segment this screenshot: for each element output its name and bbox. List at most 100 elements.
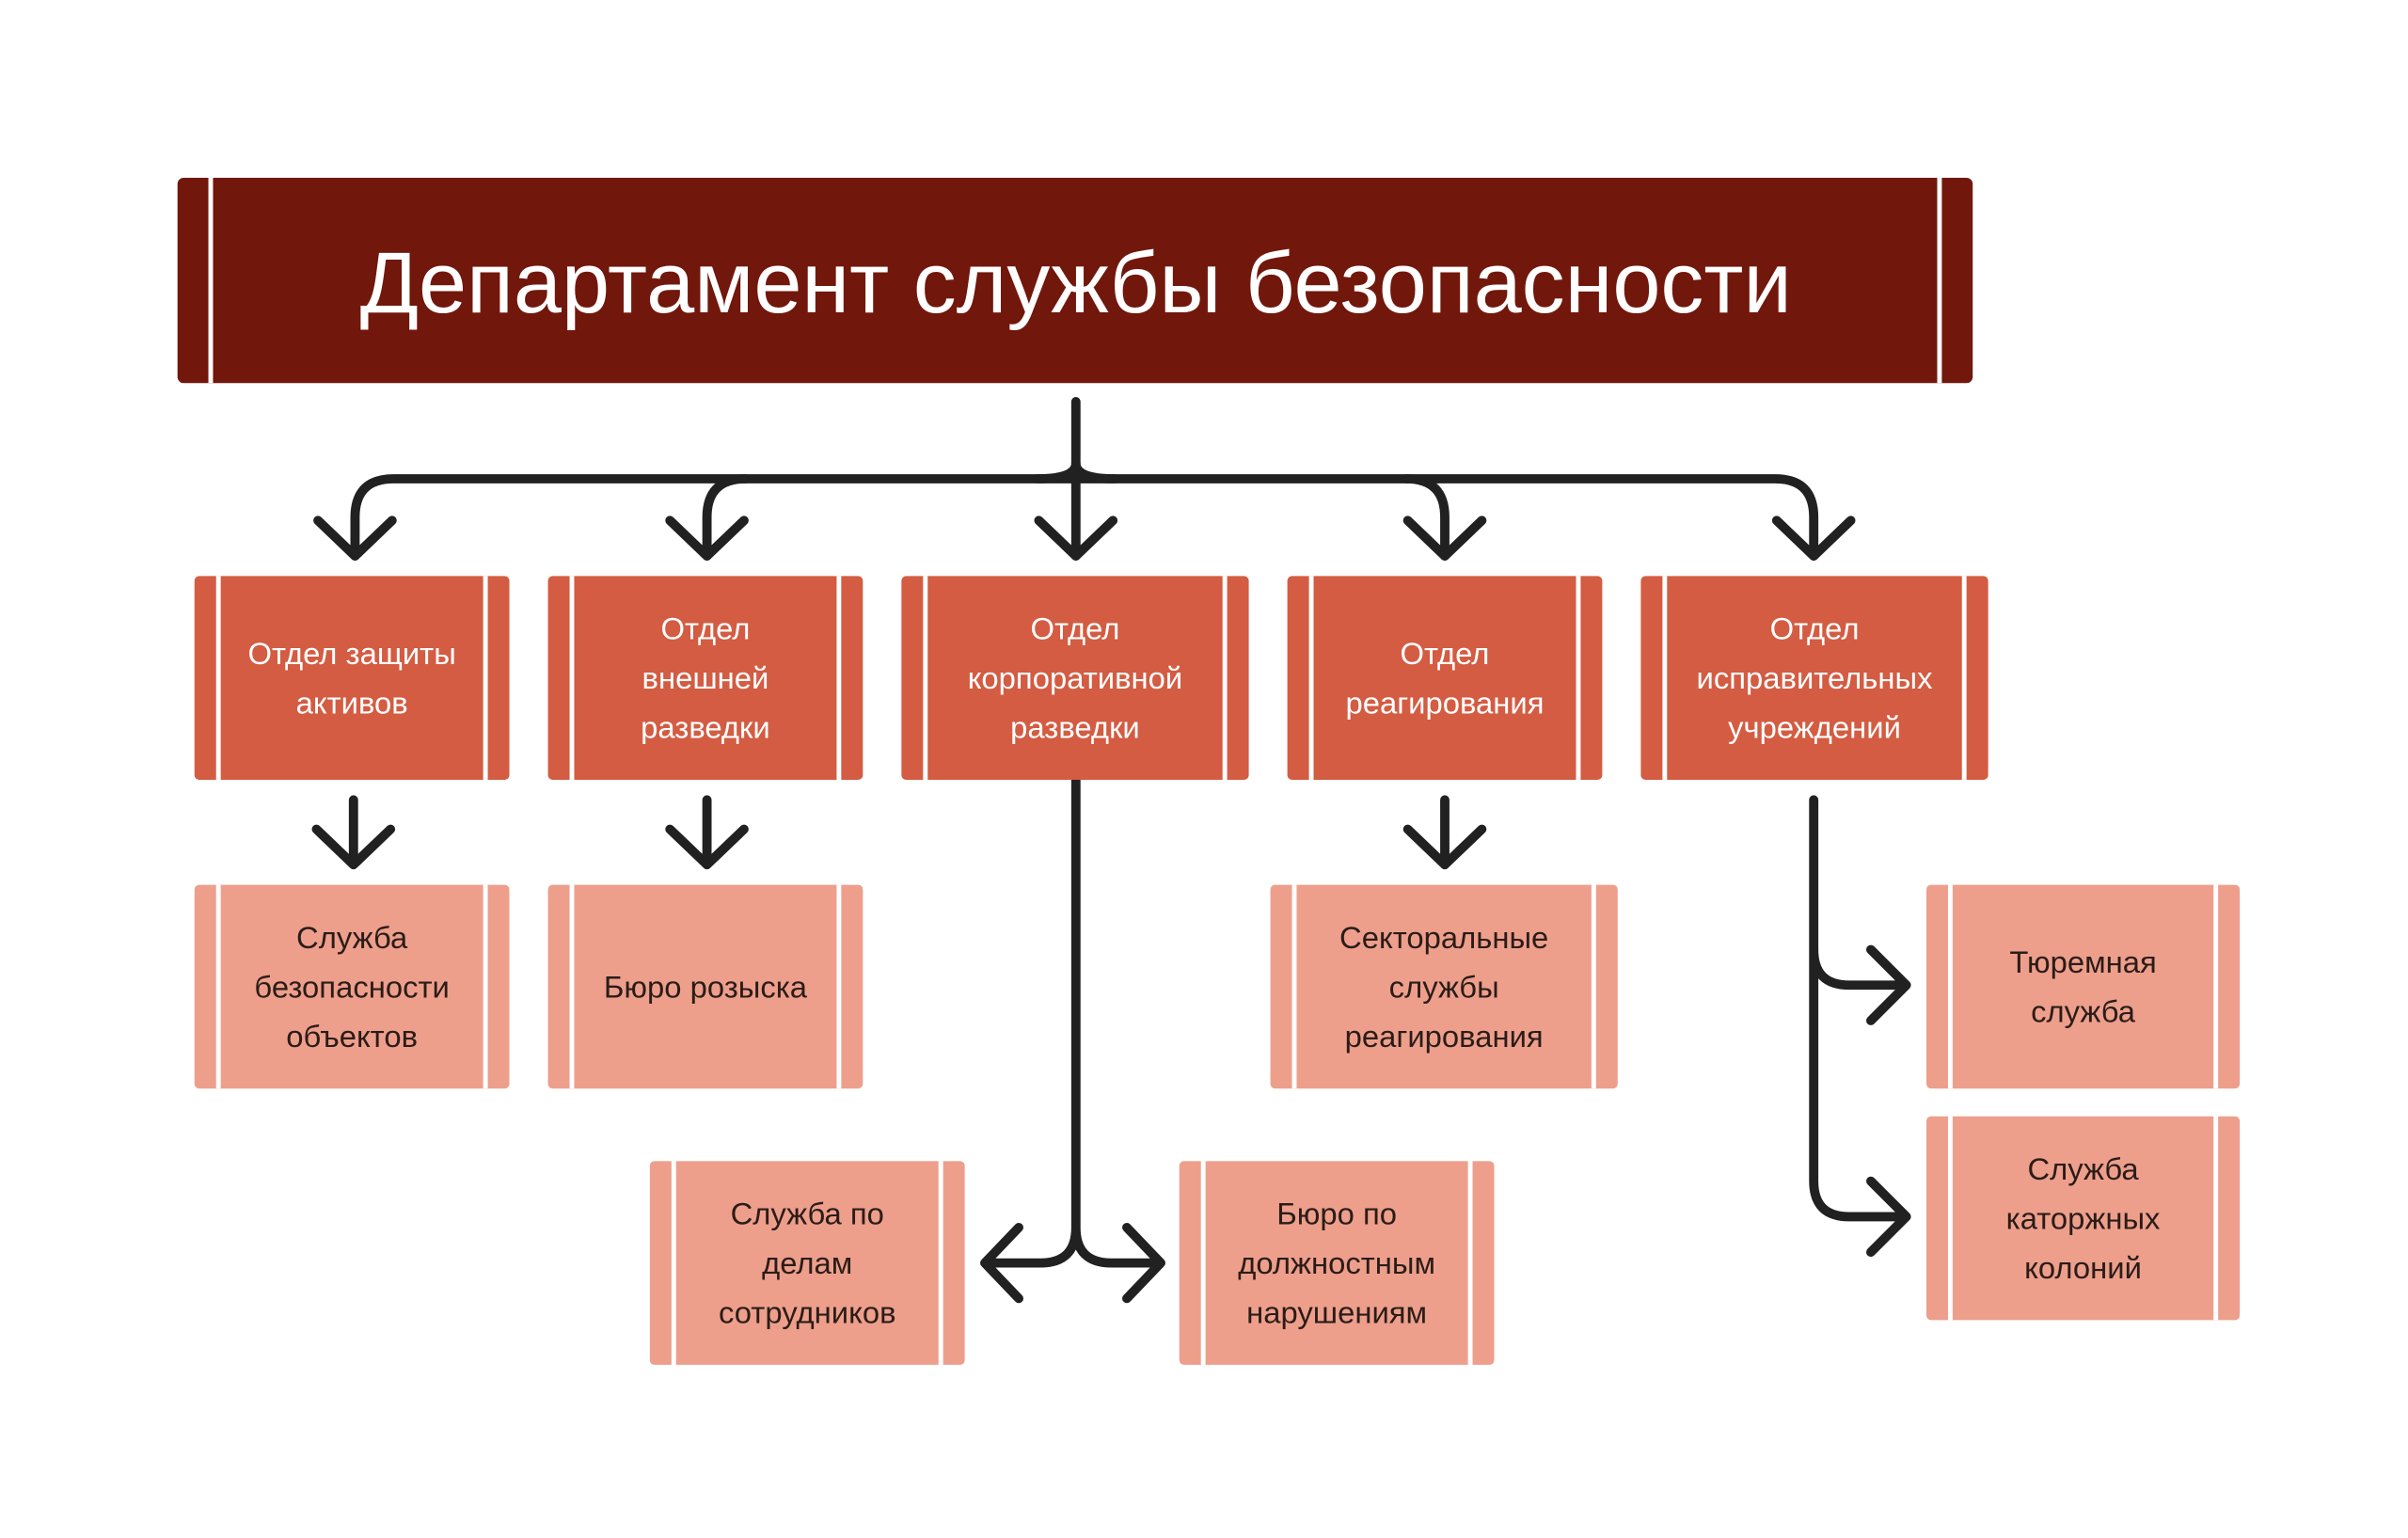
stripe-right <box>836 884 842 1089</box>
title-box: Департамент службы безопасности <box>177 177 1973 384</box>
label-line: сотрудников <box>719 1295 896 1330</box>
label-line: должностным <box>1238 1245 1435 1280</box>
stripe-right <box>483 576 488 780</box>
department-box-label: Отдел внешней разведки <box>641 611 770 745</box>
stripe-right <box>836 576 842 780</box>
label-line: Тюремная <box>2009 944 2156 979</box>
stripe-left <box>569 576 575 780</box>
stripe-right <box>2213 1116 2219 1321</box>
service-box-background <box>547 884 863 1089</box>
label-line: Отдел <box>1401 636 1490 671</box>
stripe-left <box>215 576 221 780</box>
connector-corporate-split <box>980 775 1165 1304</box>
arrow-head-icon <box>1034 515 1118 561</box>
label-line: Бюро по <box>1276 1197 1397 1231</box>
label-line: безопасности <box>254 969 449 1004</box>
department-box: Отдел исправительных учреждений <box>1640 576 1988 780</box>
service-box-label: Тюремная служба <box>2009 944 2156 1029</box>
department-box-label: Отдел корпоративной разведки <box>968 611 1183 745</box>
service-box-background <box>649 1161 965 1365</box>
department-box-background <box>547 576 863 780</box>
label-line: служба <box>2031 994 2136 1029</box>
connector-branch-3 <box>1032 458 1119 561</box>
arrow-down-2 <box>665 795 749 870</box>
arrow-head-icon <box>1771 515 1856 561</box>
label-line: службы <box>1389 969 1499 1004</box>
stripe-left <box>923 576 928 780</box>
stripe-right <box>938 1161 943 1365</box>
stripe-right <box>2213 884 2219 1089</box>
service-box: Тюремная служба <box>1926 884 2241 1089</box>
label-line: нарушениям <box>1246 1295 1427 1330</box>
department-box-background <box>901 576 1249 780</box>
connector-branch-4 <box>1402 474 1450 561</box>
label-line: Отдел <box>660 611 750 646</box>
stripe-left <box>1947 884 1953 1089</box>
label-line: объектов <box>286 1019 418 1054</box>
label-line: внешней <box>642 660 769 695</box>
department-box-background <box>194 576 510 780</box>
label-line: делам <box>762 1245 852 1280</box>
department-box: Отдел корпоративной разведки <box>901 576 1249 780</box>
service-box: Секторальные службы реагирования <box>1270 884 1618 1089</box>
stripe-left <box>208 177 214 384</box>
label-line: Отдел <box>1770 611 1860 646</box>
label-line: активов <box>296 685 408 720</box>
service-box-background <box>194 884 510 1089</box>
department-box-background <box>1640 576 1988 780</box>
service-box-label: Служба безопасности объектов <box>254 920 449 1054</box>
service-box-label: Бюро розыска <box>604 969 808 1004</box>
label-line: Бюро розыска <box>604 969 808 1004</box>
stripe-left <box>1291 884 1297 1089</box>
stripe-right <box>1222 576 1228 780</box>
label-line: Отдел защиты <box>248 636 456 671</box>
department-box: Отдел защиты активов <box>194 576 510 780</box>
label-line: Служба <box>296 920 408 955</box>
arrow-head-icon <box>1402 515 1487 561</box>
service-box-label: Секторальные службы реагирования <box>1339 920 1548 1054</box>
arrow-head-icon <box>313 515 397 561</box>
stripe-right <box>1961 576 1967 780</box>
department-box: Отдел внешней разведки <box>547 576 863 780</box>
label-line: реагирования <box>1345 685 1544 720</box>
label-line: исправительных <box>1697 660 1934 695</box>
arrow-down-4 <box>1402 795 1487 870</box>
stripe-left <box>569 884 575 1089</box>
arrow-head-icon <box>665 515 749 561</box>
department-box-label: Отдел исправительных учреждений <box>1697 611 1934 745</box>
department-box-background <box>1287 576 1603 780</box>
connector-corrections-split <box>1809 795 1911 1258</box>
connectors <box>311 397 1911 1304</box>
service-box: Служба безопасности объектов <box>194 884 510 1089</box>
service-box: Бюро по должностным нарушениям <box>1179 1161 1495 1365</box>
service-box-background <box>1926 1116 2241 1321</box>
title-background <box>177 177 1973 384</box>
service-box-background <box>1926 884 2241 1089</box>
label-line: разведки <box>1010 710 1140 745</box>
label-line: реагирования <box>1345 1019 1544 1054</box>
stripe-left <box>1308 576 1314 780</box>
stripe-left <box>1662 576 1668 780</box>
service-box: Бюро розыска <box>547 884 863 1089</box>
stripe-left <box>1947 1116 1953 1321</box>
label-line: Отдел <box>1031 611 1120 646</box>
stripe-right <box>1937 177 1942 384</box>
label-line: Секторальные <box>1339 920 1548 955</box>
service-box-label: Бюро по должностным нарушениям <box>1238 1197 1435 1330</box>
department-box: Отдел реагирования <box>1287 576 1603 780</box>
label-line: Служба <box>2027 1151 2139 1186</box>
page-title: Департамент службы безопасности <box>360 235 1792 331</box>
stripe-left <box>1200 1161 1206 1365</box>
arrow-down-1 <box>311 795 396 870</box>
connector-branch-2 <box>702 474 751 561</box>
label-line: корпоративной <box>968 660 1183 695</box>
stripe-right <box>1467 1161 1473 1365</box>
label-line: учреждений <box>1728 710 1901 745</box>
stripe-right <box>1576 576 1581 780</box>
label-line: разведки <box>641 710 770 745</box>
